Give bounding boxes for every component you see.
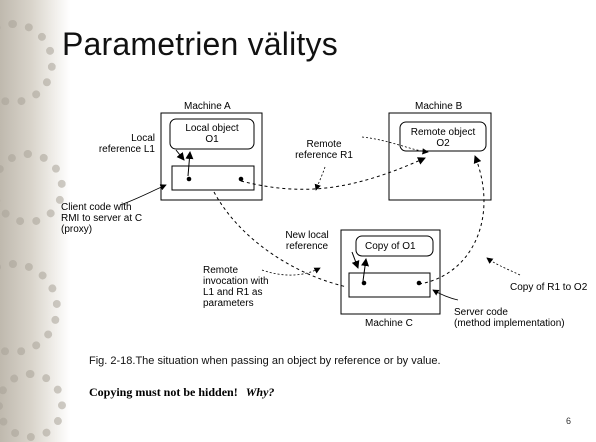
figure-caption: Fig. 2-18.The situation when passing an … bbox=[89, 355, 441, 367]
decorative-gear-band bbox=[0, 0, 70, 442]
l1-dot bbox=[186, 176, 192, 182]
question-line: Copying must not be hidden! Why? bbox=[89, 385, 274, 400]
slide-title: Parametrien välitys bbox=[62, 26, 338, 62]
client-proxy-box bbox=[171, 165, 255, 191]
copy-r1-label: Copy of R1 to O2 bbox=[510, 282, 588, 293]
machine-b-label: Machine B bbox=[415, 101, 463, 112]
question-bold: Copying must not be hidden! bbox=[89, 385, 238, 399]
local-object-box bbox=[169, 118, 255, 150]
machine-a-box bbox=[160, 112, 263, 201]
machine-c-box bbox=[340, 229, 441, 315]
copy-r1-dot bbox=[416, 280, 422, 286]
question-italic: Why? bbox=[245, 385, 275, 399]
machine-b-box bbox=[388, 112, 492, 201]
server-code-box bbox=[348, 272, 431, 298]
copy-l1-dot bbox=[361, 280, 367, 286]
copy-object-label: Copy of O1 bbox=[365, 241, 416, 252]
page-number: 6 bbox=[566, 416, 572, 426]
r1-dot bbox=[238, 176, 244, 182]
copy-object-box bbox=[355, 235, 434, 257]
remote-object-box bbox=[399, 121, 487, 152]
server-code-label: Server code(method implementation) bbox=[454, 307, 565, 329]
machine-a-label: Machine A bbox=[184, 101, 231, 112]
machine-c-label: Machine C bbox=[365, 318, 413, 329]
